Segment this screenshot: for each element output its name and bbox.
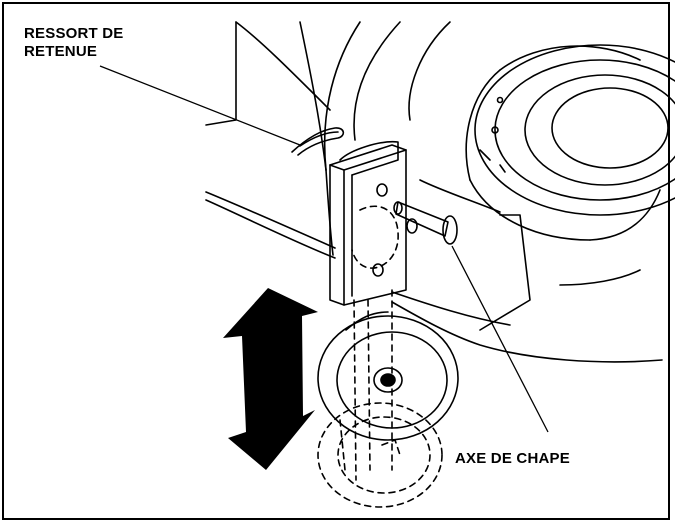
leader-line-spring (99, 65, 301, 146)
alternate-position-dashed (317, 205, 443, 508)
double-headed-arrow-icon (223, 288, 318, 470)
deck-rings (474, 44, 675, 216)
label-retaining-spring-line1: RESSORT DE (24, 25, 124, 42)
clevis-pin (393, 201, 458, 245)
retaining-spring (291, 127, 345, 156)
label-clevis-pin: AXE DE CHAPE (455, 450, 570, 467)
leader-line-pin (451, 245, 549, 433)
label-retaining-spring-line2: RETENUE (24, 43, 98, 60)
label-retaining-spring: RESSORT DE RETENUE (24, 25, 184, 61)
mower-deck (205, 21, 663, 363)
wheel-bracket (329, 140, 407, 306)
wheel (317, 311, 459, 441)
